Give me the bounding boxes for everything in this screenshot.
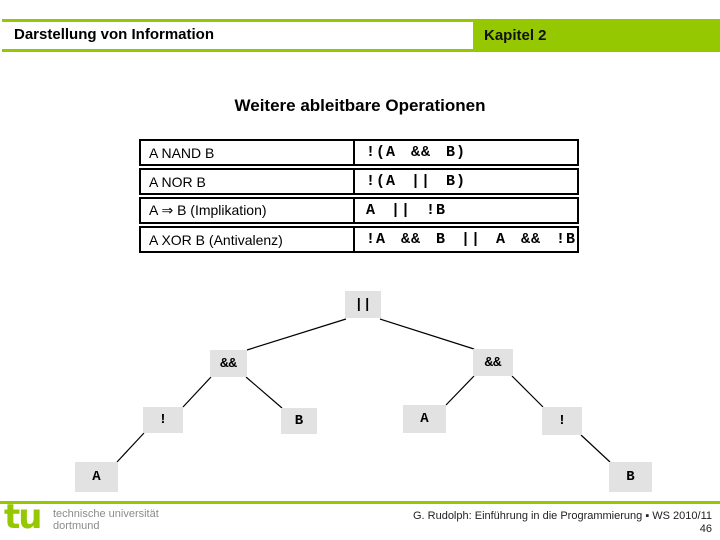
- header-rule-bottom: [2, 49, 473, 52]
- table-row: A NOR B !(A || B): [139, 168, 579, 195]
- university-name-line1: technische universität: [53, 508, 159, 520]
- university-name: technische universität dortmund: [53, 508, 159, 532]
- slide-heading: Weitere ableitbare Operationen: [234, 96, 486, 115]
- tree-node-leaf-b-bottom: B: [609, 462, 652, 492]
- operation-name: A NOR B: [141, 170, 355, 193]
- tree-node-leaf-a-right: A: [403, 405, 446, 433]
- header-rule-top: [2, 19, 473, 22]
- university-name-line2: dortmund: [53, 520, 100, 532]
- operation-name: A NAND B: [141, 141, 355, 164]
- table-row: A NAND B !(A && B): [139, 139, 579, 166]
- tree-node-not-left: !: [143, 407, 183, 433]
- tree-node-not-right: !: [542, 407, 582, 435]
- table-row: A ⇒ B (Implikation) A || !B: [139, 197, 579, 224]
- chapter-label: Kapitel 2: [484, 27, 547, 44]
- tu-dortmund-logo: tu: [4, 497, 42, 537]
- operation-expr: !(A || B): [366, 173, 467, 190]
- operation-expr: A || !B: [366, 202, 447, 219]
- tree-node-and-right: &&: [473, 349, 513, 376]
- operation-expr: !(A && B): [366, 144, 467, 161]
- operation-name: A XOR B (Antivalenz): [141, 228, 355, 251]
- tree-node-and-left: &&: [210, 350, 247, 377]
- operation-name: A ⇒ B (Implikation): [141, 199, 355, 222]
- footer-credit: G. Rudolph: Einführung in die Programmie…: [412, 510, 712, 522]
- operations-table: A NAND B !(A && B) A NOR B !(A || B) A ⇒…: [139, 139, 579, 255]
- tree-node-or-root: ||: [345, 291, 381, 318]
- page-number: 46: [699, 523, 712, 535]
- operation-expr: !A && B || A && !B: [366, 231, 577, 248]
- tree-node-leaf-a-bottom: A: [75, 462, 118, 492]
- chapter-badge: Kapitel 2: [473, 19, 720, 52]
- page-title: Darstellung von Information: [14, 26, 215, 43]
- footer-rule: [0, 501, 720, 504]
- tree-node-leaf-b-left: B: [281, 408, 317, 434]
- table-row: A XOR B (Antivalenz) !A && B || A && !B: [139, 226, 579, 253]
